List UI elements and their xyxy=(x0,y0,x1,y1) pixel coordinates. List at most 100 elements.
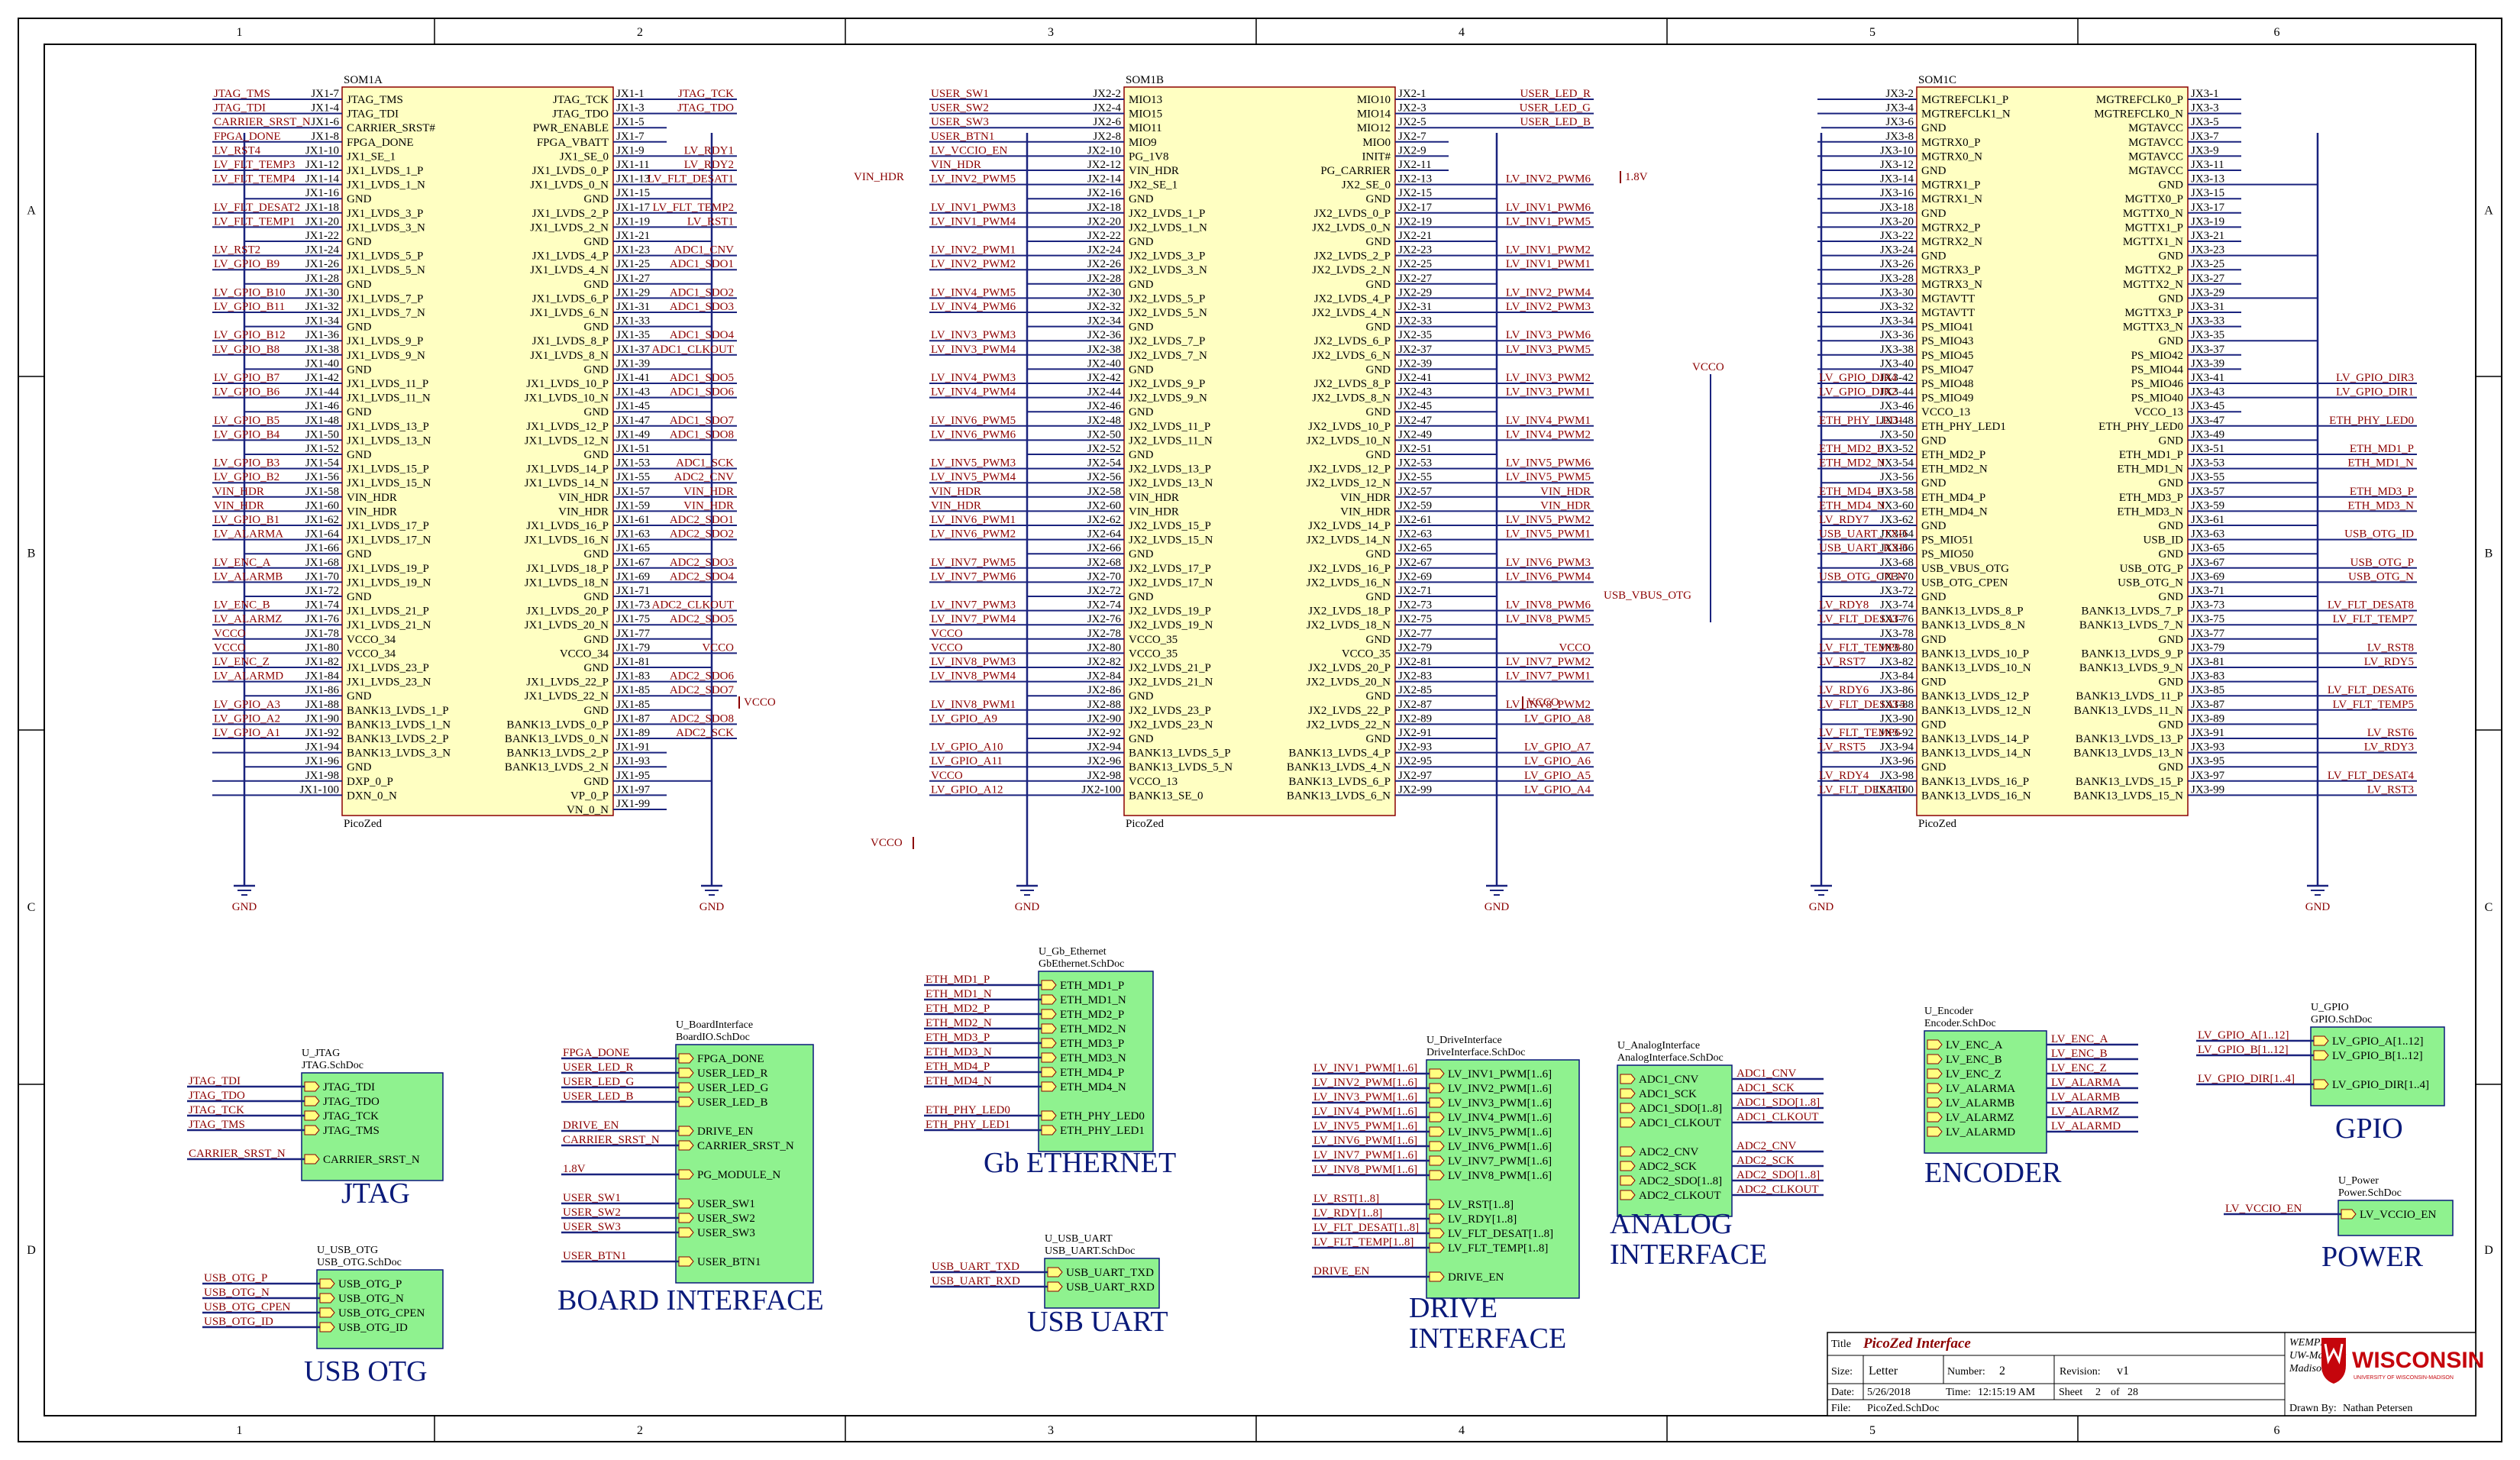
net-label: LV_GPIO_B2 xyxy=(214,471,279,483)
sheet-port xyxy=(1041,1067,1057,1077)
net-label: USER_LED_G xyxy=(563,1076,635,1088)
sheet-port-label: USB_OTG_P xyxy=(338,1278,402,1290)
pin-number: JX1-34 xyxy=(305,315,340,328)
pin-number: JX3-77 xyxy=(2191,628,2225,640)
pin-number: JX3-44 xyxy=(1880,386,1914,399)
net-label: LV_INV8_PWM5 xyxy=(1506,613,1591,625)
net-label: ETH_PHY_LED1 xyxy=(1819,415,1904,427)
pin-number: JX3-51 xyxy=(2191,443,2224,455)
pin-number: JX2-55 xyxy=(1398,471,1432,483)
pin-name: JX2_LVDS_23_P xyxy=(1129,705,1211,717)
pin-number: JX3-16 xyxy=(1880,187,1914,199)
net-label: LV_GPIO_A9 xyxy=(931,712,997,725)
pin-name: MGTTX1_P xyxy=(2124,221,2183,234)
net-label: FPGA_DONE xyxy=(214,131,281,143)
pin-name: GND xyxy=(2159,677,2184,689)
net-label: VCCO xyxy=(931,770,963,782)
sheet-port xyxy=(678,1053,694,1064)
pin-name: JX1_LVDS_8_P xyxy=(532,335,609,347)
pin-number: JX3-91 xyxy=(2191,727,2224,739)
pin-name: GND xyxy=(2159,250,2184,263)
pin-name: GND xyxy=(1366,321,1391,334)
pin-name: GND xyxy=(584,406,609,418)
pin-name: JX1_LVDS_4_P xyxy=(532,250,609,263)
pin-number: JX3-62 xyxy=(1880,514,1914,526)
of-label: of xyxy=(2111,1387,2120,1398)
sheet-port-label: CARRIER_SRST_N xyxy=(697,1140,794,1152)
pin-number: JX3-43 xyxy=(2191,386,2224,399)
net-label: LV_GPIO_A5 xyxy=(1524,770,1591,782)
sheet-symbol-u-boardinterface: U_BoardInterfaceBoardIO.SchDocFPGA_DONEF… xyxy=(557,1019,824,1316)
pin-name: BANK13_LVDS_2_P xyxy=(347,733,449,745)
pin-number: JX3-10 xyxy=(1880,144,1914,157)
pin-number: JX2-46 xyxy=(1087,400,1122,412)
sheet-caption: ENCODER xyxy=(1924,1157,2062,1189)
sheet-port xyxy=(678,1140,694,1151)
pin-name: BANK13_LVDS_6_P xyxy=(1288,776,1391,788)
pin-number: JX1-51 xyxy=(616,443,650,455)
net-label: USB_OTG_ID xyxy=(2344,528,2414,541)
column-label-bottom: 1 xyxy=(237,1424,243,1437)
pin-number: JX2-32 xyxy=(1087,301,1121,313)
pin-number: JX1-90 xyxy=(305,712,339,725)
pin-name: JTAG_TCK xyxy=(553,94,609,106)
sheet-label: Sheet xyxy=(2059,1387,2082,1398)
pin-number: JX1-96 xyxy=(305,755,340,767)
pin-name: JX2_LVDS_9_N xyxy=(1129,392,1207,405)
net-label: ADC2_SDO8 xyxy=(670,712,734,725)
sheet-port xyxy=(1927,1112,1943,1122)
pin-number: JX2-3 xyxy=(1398,102,1426,115)
sheet-value: 2 xyxy=(2095,1387,2101,1398)
net-label: ETH_MD1_P xyxy=(926,974,990,986)
pin-number: JX3-97 xyxy=(2191,770,2225,782)
sheet-port-label: LV_ALARMZ xyxy=(1946,1112,2014,1124)
pin-name: JX1_LVDS_3_N xyxy=(347,221,425,234)
pin-name: BANK13_LVDS_12_N xyxy=(1921,705,2031,717)
net-label: LV_GPIO_DIR[1..4] xyxy=(2198,1073,2295,1085)
net-label: LV_INV6_PWM3 xyxy=(1506,557,1591,569)
sheet-caption: USB OTG xyxy=(304,1355,428,1387)
pin-number: JX1-50 xyxy=(305,428,339,441)
pin-name: JX2_LVDS_0_P xyxy=(1314,208,1391,220)
pin-number: JX2-37 xyxy=(1398,344,1433,356)
pin-name: PS_MIO45 xyxy=(1921,350,1973,362)
sheet-port-label: ADC1_SCK xyxy=(1639,1088,1697,1100)
pin-number: JX1-19 xyxy=(616,215,650,228)
sheet-port xyxy=(1620,1088,1636,1099)
pin-number: JX2-81 xyxy=(1398,656,1432,668)
pin-number: JX1-12 xyxy=(305,159,339,171)
net-label: ETH_MD4_P xyxy=(1819,486,1883,498)
net-label: ETH_MD2_P xyxy=(1819,443,1883,455)
pin-number: JX2-82 xyxy=(1087,656,1121,668)
pin-name: JX2_LVDS_12_N xyxy=(1307,477,1391,489)
net-label: ADC1_CNV xyxy=(674,244,735,257)
sheet-symbol-u-driveinterface: U_DriveInterfaceDriveInterface.SchDocLV_… xyxy=(1312,1035,1580,1355)
row-label-right: B xyxy=(2485,548,2493,560)
pin-number: JX1-84 xyxy=(305,670,340,683)
net-label: USB_OTG_P xyxy=(204,1272,267,1284)
pin-name: GND xyxy=(1366,279,1391,291)
pin-name: MGTAVTT xyxy=(1921,292,1975,305)
pin-number: JX2-50 xyxy=(1087,428,1121,441)
pin-number: JX2-67 xyxy=(1398,557,1433,569)
pin-number: JX2-44 xyxy=(1087,386,1122,399)
pin-name: MIO11 xyxy=(1129,122,1162,134)
sheet-port xyxy=(1429,1097,1445,1108)
net-label: ETH_MD3_N xyxy=(2347,499,2414,512)
pin-name: VP_0_P xyxy=(570,790,609,802)
pin-name: JX1_LVDS_15_N xyxy=(347,477,431,489)
pin-number: JX2-96 xyxy=(1087,755,1122,767)
net-label: ETH_MD1_P xyxy=(2350,443,2414,455)
pin-name: JX1_LVDS_7_N xyxy=(347,307,425,319)
sheet-port-label: USER_SW1 xyxy=(697,1198,755,1210)
pin-name: ETH_MD2_P xyxy=(1921,449,1985,461)
pin-name: VCCO_35 xyxy=(1129,648,1178,660)
pin-number: JX1-28 xyxy=(305,273,339,285)
pin-name: BANK13_LVDS_13_N xyxy=(2073,748,2183,760)
pin-number: JX2-40 xyxy=(1087,357,1121,370)
net-label: LV_INV3_PWM2 xyxy=(1506,372,1591,384)
pin-number: JX2-30 xyxy=(1087,286,1121,299)
sheet-port xyxy=(678,1198,694,1209)
pin-name: GND xyxy=(1921,677,1947,689)
